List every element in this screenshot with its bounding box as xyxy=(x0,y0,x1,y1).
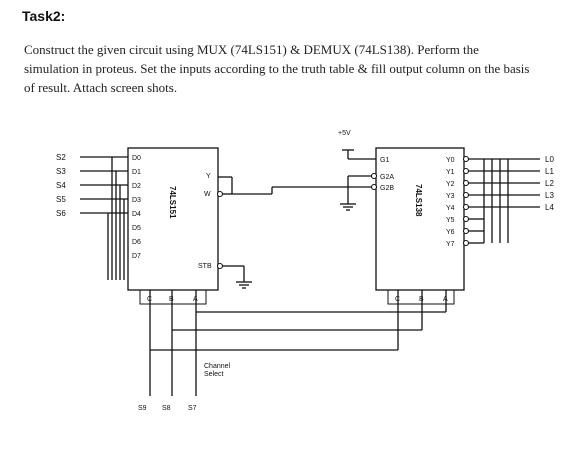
mux-pin-y: Y xyxy=(206,173,211,180)
demux-pin-y1: Y1 xyxy=(446,169,455,176)
g2b-bubble xyxy=(370,183,378,191)
switch-label-s3: S3 xyxy=(56,167,66,176)
mux-select-a: A xyxy=(193,296,198,303)
demux-part-number: 74LS138 xyxy=(414,184,423,217)
supply-label: +5V xyxy=(338,130,351,137)
demux-pin-y0: Y0 xyxy=(446,157,455,164)
mux-pin-d0: D0 xyxy=(132,155,141,162)
demux-select-b: B xyxy=(419,296,424,303)
demux-pin-g2a: G2A xyxy=(380,174,394,181)
demux-pin-y3: Y3 xyxy=(446,193,455,200)
led-label-l2: L2 xyxy=(545,179,554,188)
demux-pin-g1: G1 xyxy=(380,157,389,164)
task-instructions: Construct the given circuit using MUX (7… xyxy=(24,42,530,95)
demux-pin-y7: Y7 xyxy=(446,241,455,248)
mux-pin-d2: D2 xyxy=(132,183,141,190)
mux-pin-d6: D6 xyxy=(132,239,141,246)
led-label-l4: L4 xyxy=(545,203,554,212)
switch-label-s6: S6 xyxy=(56,209,66,218)
mux-pin-d7: D7 xyxy=(132,253,141,260)
mux-pin-stb: STB xyxy=(198,263,212,270)
mux-pin-d3: D3 xyxy=(132,197,141,204)
mux-select-b: B xyxy=(169,296,174,303)
mux-part-number: 74LS151 xyxy=(168,186,177,219)
switch-label-s4: S4 xyxy=(56,181,66,190)
select-switch-s7: S7 xyxy=(188,405,197,412)
switch-label-s5: S5 xyxy=(56,195,66,204)
w-output-bubble xyxy=(216,190,224,198)
demux-pin-y4: Y4 xyxy=(446,205,455,212)
demux-pin-y6: Y6 xyxy=(446,229,455,236)
demux-select-a: A xyxy=(443,296,448,303)
led-label-l3: L3 xyxy=(545,191,554,200)
g2a-bubble xyxy=(370,172,378,180)
demux-pin-y2: Y2 xyxy=(446,181,455,188)
mux-pin-w: W xyxy=(204,191,211,198)
mux-pin-d5: D5 xyxy=(132,225,141,232)
stb-bubble xyxy=(216,262,224,270)
mux-pin-d4: D4 xyxy=(132,211,141,218)
led-label-l1: L1 xyxy=(545,167,554,176)
demux-pin-g2b: G2B xyxy=(380,185,394,192)
demux-pin-y5: Y5 xyxy=(446,217,455,224)
mux-pin-d1: D1 xyxy=(132,169,141,176)
select-switch-s8: S8 xyxy=(162,405,171,412)
select-switch-s9: S9 xyxy=(138,405,147,412)
led-label-l0: L0 xyxy=(545,155,554,164)
task-heading: Task2: xyxy=(22,8,66,24)
switch-label-s2: S2 xyxy=(56,153,66,162)
mux-select-c: C xyxy=(147,296,152,303)
channel-select-label: Channel Select xyxy=(204,363,232,378)
demux-select-c: C xyxy=(395,296,400,303)
